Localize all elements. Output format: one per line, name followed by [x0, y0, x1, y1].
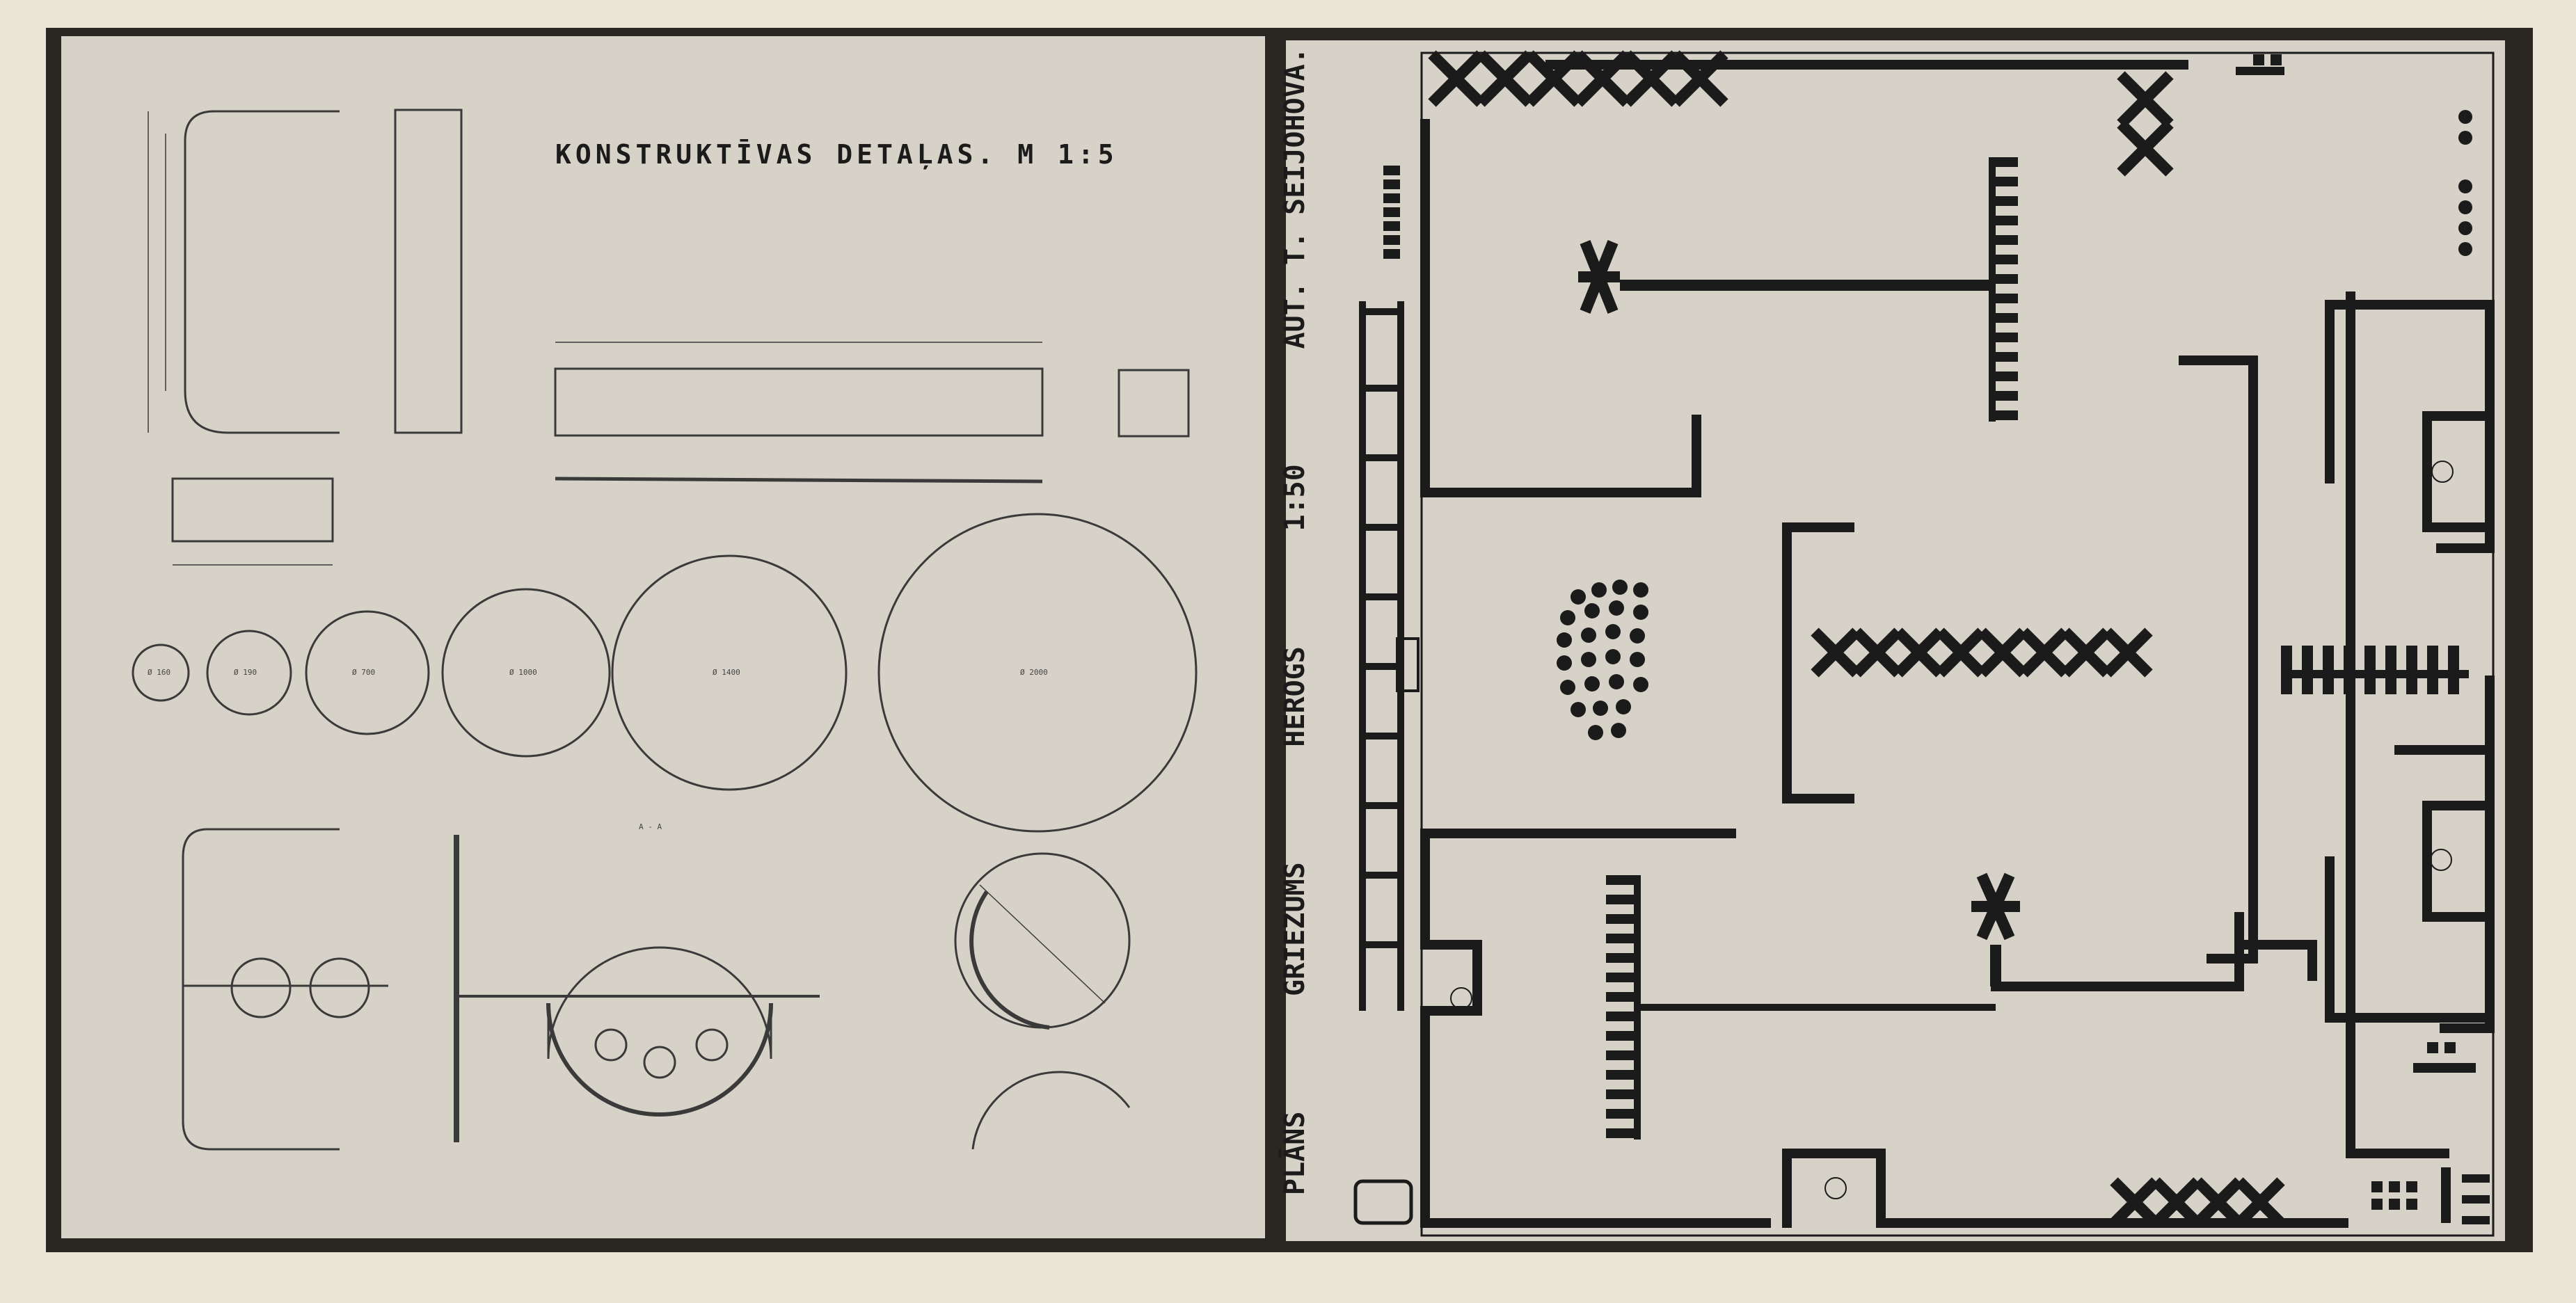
sheet-title: KONSTRUKTĪVAS DETAĻAS. M 1:5: [555, 139, 1118, 170]
circle-2: [206, 630, 292, 716]
long-bar: [554, 367, 1044, 437]
detail-circle-bottom: [971, 1071, 1131, 1150]
construction-details-drawing: [132, 109, 1198, 1151]
comb-shelf-top: [1989, 157, 2018, 422]
profile-side-view: [394, 109, 463, 434]
right-drawing-sheet: PLĀNS GRIEZUMS HEROGS 1:50 AUT. T. SEIJO…: [1279, 40, 2505, 1241]
circle-label-3: Ø 700: [352, 668, 376, 677]
seating-strip: [1359, 301, 1404, 1011]
crosses-top: [1428, 50, 2285, 1227]
bent-profile-bottom: [182, 828, 340, 1151]
bar-section: [1118, 369, 1190, 438]
small-block: [171, 477, 334, 543]
furniture: [1383, 50, 2490, 1227]
circle-6: [877, 513, 1198, 833]
circle-label-4: Ø 1000: [509, 668, 537, 677]
circle-1: [132, 643, 190, 702]
comb-shelf-right: [2281, 646, 2469, 694]
left-drawing-sheet: KONSTRUKTĪVAS DETAĻAS. M 1:5 Ø 160 Ø 190…: [61, 36, 1265, 1238]
walls: [1420, 60, 2495, 1228]
circle-3: [305, 610, 430, 735]
bent-profile-top: [184, 110, 340, 434]
desk: [1353, 1179, 1413, 1225]
section-label: A - A: [639, 822, 662, 831]
circle-5: [611, 554, 848, 791]
circle-label-1: Ø 160: [148, 668, 171, 677]
circle-label-5: Ø 1400: [713, 668, 740, 677]
comb-shelf-bottom: [1606, 875, 1996, 1140]
floor-plan-drawing: [1353, 50, 2495, 1237]
circle-label-6: Ø 2000: [1020, 668, 1048, 677]
seating-arc: [1557, 579, 1648, 740]
circle-label-2: Ø 190: [234, 668, 257, 677]
plan-frame: [1420, 51, 2495, 1237]
circle-4: [441, 588, 611, 758]
section-circle: [547, 946, 772, 1060]
